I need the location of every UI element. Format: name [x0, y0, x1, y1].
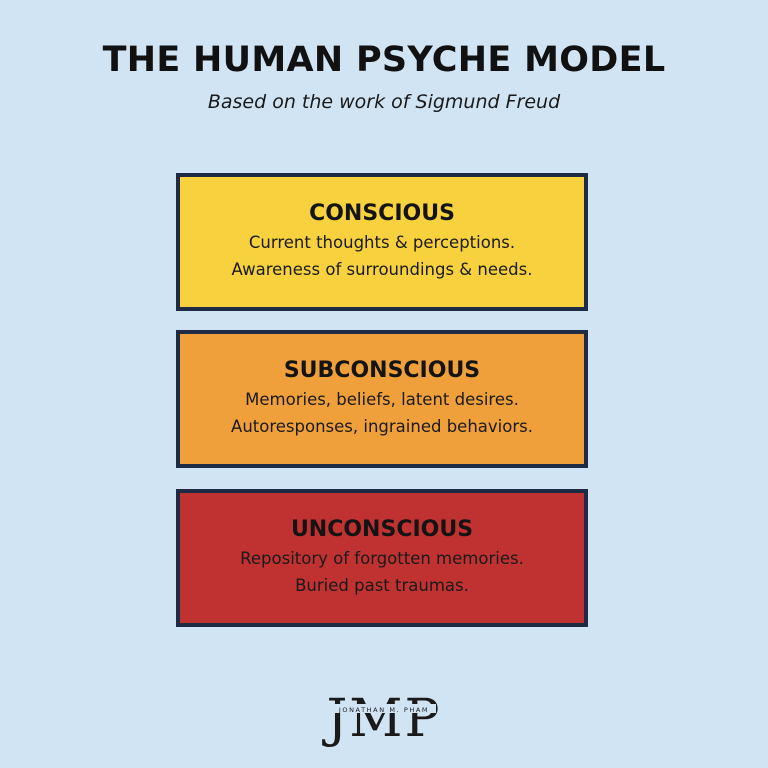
logo-name: JONATHAN M. PHAM: [338, 706, 429, 714]
layer-conscious-name: CONSCIOUS: [309, 201, 455, 226]
layer-unconscious-line-1: Repository of forgotten memories.: [240, 549, 524, 568]
layer-conscious-line-2: Awareness of surroundings & needs.: [231, 260, 533, 279]
layer-conscious: CONSCIOUS Current thoughts & perceptions…: [176, 173, 588, 311]
jmp-logo: JMP JONATHAN M. PHAM: [321, 689, 441, 748]
layer-unconscious: UNCONSCIOUS Repository of forgotten memo…: [176, 489, 588, 627]
layer-unconscious-line-2: Buried past traumas.: [295, 576, 469, 595]
page-subtitle: Based on the work of Sigmund Freud: [207, 91, 561, 113]
page-title: THE HUMAN PSYCHE MODEL: [102, 40, 666, 80]
layer-subconscious: SUBCONSCIOUS Memories, beliefs, latent d…: [176, 330, 588, 468]
layer-conscious-line-1: Current thoughts & perceptions.: [248, 233, 516, 252]
layer-subconscious-line-2: Autoresponses, ingrained behaviors.: [231, 417, 533, 436]
layer-subconscious-line-1: Memories, beliefs, latent desires.: [245, 390, 519, 409]
layer-subconscious-name: SUBCONSCIOUS: [283, 358, 481, 383]
layer-unconscious-name: UNCONSCIOUS: [290, 517, 474, 542]
logo-monogram: JMP: [321, 689, 441, 748]
